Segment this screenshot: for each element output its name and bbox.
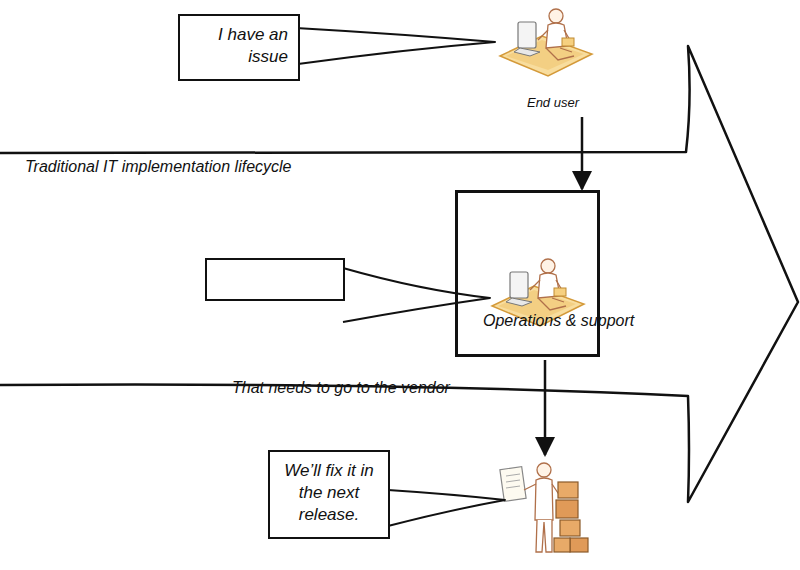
node-text: Operations & support [483,311,634,332]
node-text: We’ll fix it in the next release. [280,460,378,526]
speech-bubble: We’ll fix it in the next release. [268,450,390,539]
node-text: I have an issue [190,24,288,68]
speech-bubble: That needs to go to the vendor [205,258,345,301]
lifecycle-band: Traditional IT implementation lifecycleO… [0,40,800,510]
node-text: End user [516,95,590,110]
node-text: Traditional IT implementation lifecycle [25,158,291,176]
actor-label: End user [512,93,594,114]
band-outline [0,40,800,510]
process-box: Operations & support [455,190,600,357]
node-text: That needs to go to the vendor [232,378,450,399]
speech-bubble: I have an issue [178,14,300,81]
